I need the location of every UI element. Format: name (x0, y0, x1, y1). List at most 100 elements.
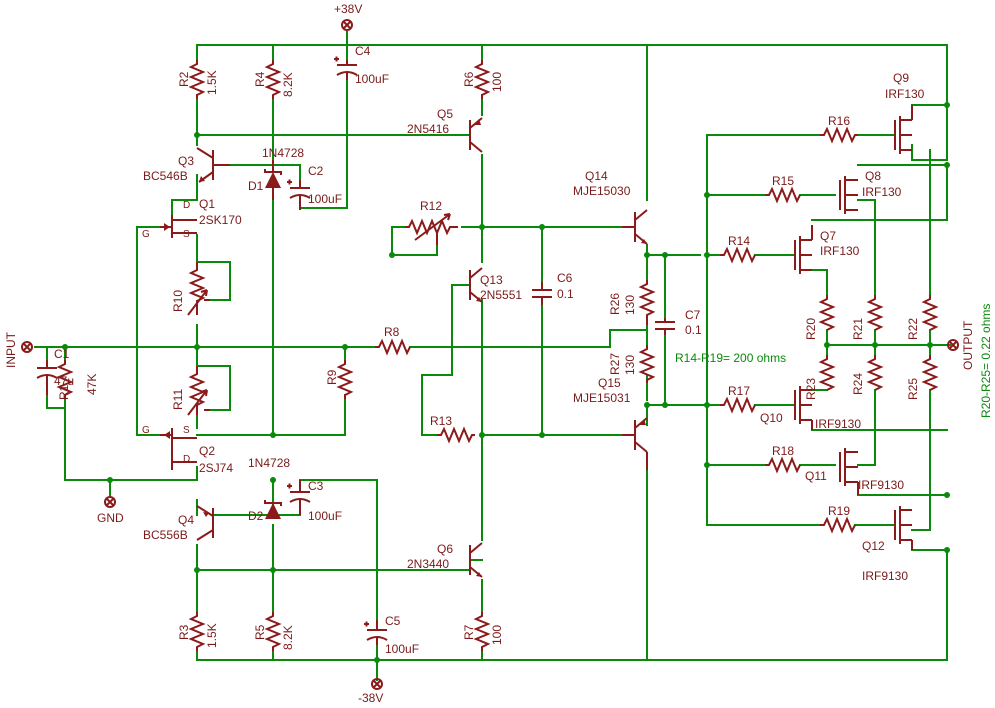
transistor-q14[interactable] (622, 209, 648, 245)
q13-value: 2N5551 (480, 288, 522, 302)
pos-rail-connector[interactable] (341, 19, 353, 31)
neg-rail-label: -38V (358, 691, 383, 705)
resistor-r18[interactable] (765, 456, 801, 474)
resistor-r24[interactable] (866, 355, 884, 391)
resistor-r26[interactable] (638, 280, 656, 325)
resistor-r15[interactable] (765, 186, 801, 204)
c2-value: 100uF (308, 192, 342, 206)
mosfet-q9[interactable] (894, 105, 913, 154)
q2-s-pin: S (183, 425, 190, 436)
r21-label: R21 (851, 318, 865, 340)
resistor-r1[interactable] (56, 360, 74, 399)
output-connector[interactable] (947, 339, 959, 351)
r13-label: R13 (430, 414, 452, 428)
zener-d2[interactable] (264, 500, 282, 519)
c3-value: 100uF (308, 509, 342, 523)
transistor-q13[interactable] (469, 267, 483, 303)
wires (34, 31, 951, 681)
mosfet-q8[interactable] (839, 176, 858, 214)
r3-value: 1.5K (205, 623, 219, 648)
neg-rail-connector[interactable] (371, 678, 383, 690)
transistor-q5[interactable] (469, 117, 483, 153)
r5-label: R5 (253, 624, 267, 640)
trimmer-r12[interactable] (405, 213, 458, 245)
r20-label: R20 (804, 318, 818, 340)
r27-label: R27 (608, 353, 622, 375)
resistor-r20[interactable] (818, 295, 836, 331)
pos-rail-label: +38V (334, 2, 362, 16)
transistor-q15[interactable] (622, 417, 648, 470)
c1-value: 47u (54, 374, 74, 388)
resistor-r21[interactable] (866, 295, 884, 331)
resistor-r8[interactable] (375, 338, 411, 356)
resistor-r25[interactable] (921, 355, 939, 391)
q1-d-pin: D (183, 200, 190, 211)
r15-label: R15 (772, 174, 794, 188)
c3-label: C3 (308, 479, 324, 493)
resistor-r22[interactable] (921, 295, 939, 331)
jfet-q2[interactable] (160, 428, 197, 470)
q1-value: 2SK170 (199, 213, 242, 227)
jfet-q1[interactable] (160, 215, 197, 238)
capacitor-c2[interactable] (287, 179, 311, 211)
transistor-q4[interactable] (196, 505, 214, 541)
q7-value: IRF130 (820, 244, 860, 258)
r17-label: R17 (728, 384, 750, 398)
resistor-r23[interactable] (818, 355, 836, 391)
q4-value: BC556B (143, 528, 188, 542)
resistor-r7[interactable] (473, 612, 491, 651)
resistor-r17[interactable] (720, 396, 756, 414)
resistor-r6[interactable] (473, 60, 491, 99)
resistor-r27[interactable] (638, 345, 656, 383)
resistor-r2[interactable] (188, 60, 206, 99)
resistor-r16[interactable] (820, 126, 858, 144)
mosfet-q7[interactable] (794, 225, 813, 274)
q12-label: Q12 (862, 539, 885, 553)
r22-label: R22 (906, 318, 920, 340)
transistor-q3[interactable] (196, 147, 230, 183)
capacitor-c3[interactable] (287, 480, 311, 515)
mosfet-q11[interactable] (839, 448, 859, 495)
transistor-q6[interactable] (469, 542, 483, 578)
c7-label: C7 (685, 308, 701, 322)
gnd-connector[interactable] (104, 496, 116, 508)
resistor-r19[interactable] (820, 516, 856, 534)
capacitor-c1[interactable] (36, 360, 58, 395)
q8-label: Q8 (865, 169, 881, 183)
r4-value: 8.2K (281, 72, 295, 97)
r3-label: R3 (177, 624, 191, 640)
r18-label: R18 (772, 444, 794, 458)
resistor-r13[interactable] (437, 426, 475, 444)
resistor-r4[interactable] (264, 60, 282, 99)
capacitor-c6[interactable] (532, 282, 552, 305)
r26-label: R26 (608, 293, 622, 315)
capacitor-c4[interactable] (334, 56, 358, 81)
capacitor-c7[interactable] (655, 318, 675, 335)
r10-label: R10 (171, 290, 185, 312)
q1-g-pin: G (142, 229, 150, 240)
mosfet-q10[interactable] (794, 386, 813, 430)
input-connector[interactable] (21, 341, 33, 353)
resistor-r14[interactable] (720, 246, 756, 264)
resistor-r9[interactable] (336, 360, 354, 399)
zener-d1[interactable] (264, 160, 282, 200)
r9-label: R9 (325, 369, 339, 385)
q11-value: IRF9130 (858, 478, 904, 492)
trimmer-r11[interactable] (187, 366, 210, 416)
trimmer-r10[interactable] (187, 262, 210, 316)
resistor-r3[interactable] (188, 612, 206, 651)
r14-label: R14 (728, 234, 750, 248)
q13-label: Q13 (480, 273, 503, 287)
d1-label: D1 (248, 179, 264, 193)
q10-label: Q10 (760, 411, 783, 425)
q14-label: Q14 (585, 169, 608, 183)
resistor-r5[interactable] (264, 612, 282, 651)
r19-label: R19 (828, 504, 850, 518)
capacitor-c5[interactable] (364, 620, 388, 645)
mosfet-q12[interactable] (894, 506, 913, 550)
d2-label: D2 (248, 509, 264, 523)
r6-value: 100 (490, 72, 504, 92)
q4-label: Q4 (178, 513, 194, 527)
q7-label: Q7 (820, 229, 836, 243)
q2-label: Q2 (199, 444, 215, 458)
